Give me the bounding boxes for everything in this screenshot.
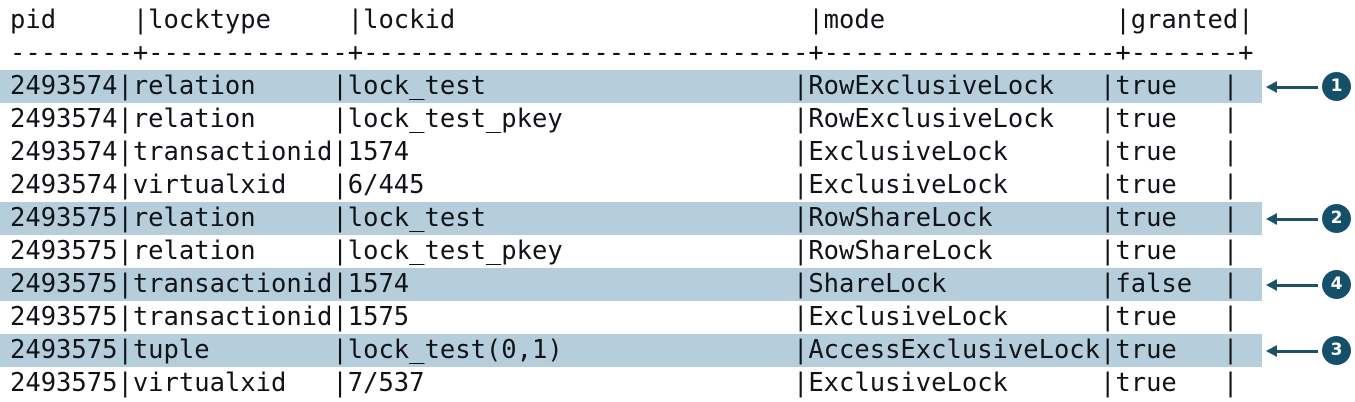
table-row: 2493574|relation |lock_test_pkey |RowExc… xyxy=(10,104,1239,134)
table-row: 2493575|relation |lock_test |RowShareLoc… xyxy=(0,202,1262,235)
table-row: 2493575|transactionid|1575 |ExclusiveLoc… xyxy=(10,302,1239,332)
table-row: 2493574|virtualxid |6/445 |ExclusiveLock… xyxy=(10,170,1239,200)
table-row: 2493575|tuple |lock_test(0,1) |AccessExc… xyxy=(0,334,1262,367)
table-row: 2493575|relation |lock_test_pkey |RowSha… xyxy=(10,236,1239,266)
table-header-row: pid |locktype |lockid |mode |granted| xyxy=(10,5,1254,35)
table-row: 2493574|transactionid|1574 |ExclusiveLoc… xyxy=(10,137,1239,167)
table-row: 2493575|virtualxid |7/537 |ExclusiveLock… xyxy=(10,368,1239,398)
table-row: 2493575|transactionid|1574 |ShareLock |f… xyxy=(0,268,1262,301)
table-header-separator: --------+-------------+-----------------… xyxy=(10,38,1254,68)
table-row: 2493574|relation |lock_test |RowExclusiv… xyxy=(0,70,1262,103)
